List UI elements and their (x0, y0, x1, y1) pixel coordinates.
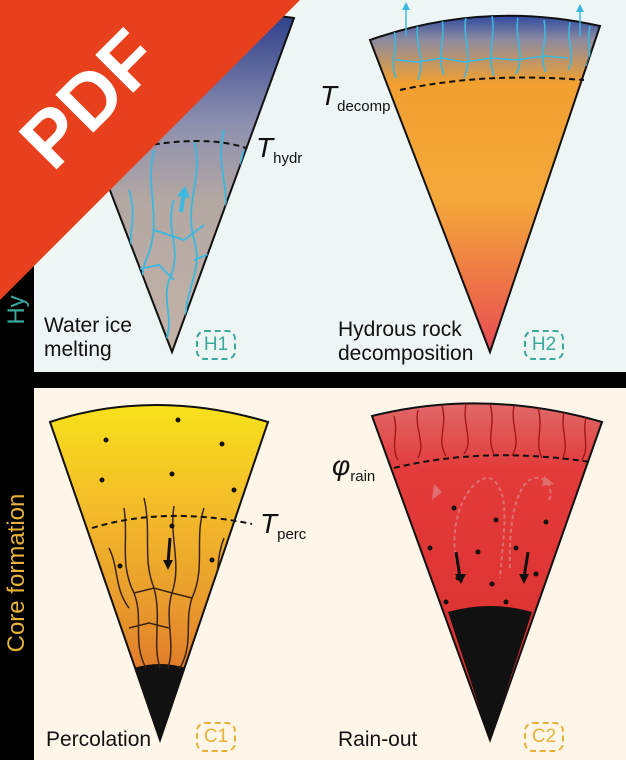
h2-threshold-label: Tdecomp (320, 80, 390, 115)
h2-caption-line2: decomposition (338, 342, 474, 365)
c2-core (448, 606, 532, 740)
h2-isotherm (399, 76, 585, 91)
c1-isotherm (91, 514, 253, 529)
h2-caption: Hydrous rock decomposition (338, 318, 473, 366)
h1-threshold-subscript: hydr (273, 150, 303, 167)
c1-caption: Percolation (46, 728, 152, 751)
c1-interior (99, 417, 237, 740)
c1-tag: C1 (196, 722, 236, 752)
h1-caption-line2: melting (44, 338, 112, 361)
h1-caption-line1: Water ice (44, 314, 132, 337)
h2-steam-arrowhead-left (402, 2, 410, 10)
hydration-panel: Thydr Tdecomp Water ice melting Hydrous … (34, 0, 626, 372)
c1-core (134, 664, 186, 740)
c2-threshold-subscript: rain (350, 468, 376, 485)
h2-threshold-subscript: decomp (337, 98, 391, 115)
c2-threshold-label: φrain (332, 450, 375, 485)
c2-melt-veins (393, 403, 587, 461)
c1-threshold-label: Tperc (260, 508, 306, 543)
c2-convection-loop-left (453, 477, 506, 579)
c2-wedge (370, 402, 604, 743)
core-formation-panel: Tperc φrain Percolation Rain-out C1 C2 (34, 388, 626, 760)
c1-threshold-symbol: T (260, 508, 278, 539)
h2-tag: H2 (524, 330, 564, 360)
c2-convection-arrowhead-left (432, 484, 442, 500)
h1-caption: Water ice melting (44, 314, 132, 362)
h2-caption-line1: Hydrous rock (338, 318, 462, 341)
h1-threshold-label: Thydr (256, 132, 302, 167)
core-formation-diagram (48, 402, 604, 744)
c2-isotherm (393, 454, 591, 469)
side-label-hydration: Hy (3, 295, 30, 325)
c2-sinking-arrowhead-left (455, 574, 466, 584)
h1-tag: H1 (196, 330, 236, 360)
side-strip-hydration: Hy (0, 0, 34, 372)
h2-threshold-symbol: T (320, 80, 338, 111)
side-strip-core: Core formation (0, 388, 34, 760)
c2-sinking-arrow-left (454, 551, 462, 579)
h1-wedge (58, 12, 296, 355)
h2-steam-arrowhead-right (576, 4, 584, 12)
c2-threshold-symbol: φ (332, 450, 351, 481)
c2-sinking-arrowhead-right (519, 574, 529, 584)
c2-convection-arrowhead-right (542, 476, 554, 486)
c2-caption: Rain-out (338, 728, 418, 751)
c1-flow-arrow (166, 537, 172, 565)
c1-flow-arrowhead (163, 560, 173, 570)
c2-tag: C2 (524, 722, 564, 752)
h2-water-veins (392, 15, 591, 81)
c1-threshold-subscript: perc (277, 526, 307, 543)
c1-wedge (48, 404, 270, 744)
h1-threshold-symbol: T (256, 132, 274, 163)
c1-metal-droplets (99, 417, 237, 569)
c2-sinking-arrow-right (522, 551, 530, 579)
h2-wedge (368, 14, 602, 355)
side-label-core-formation: Core formation (3, 493, 30, 653)
